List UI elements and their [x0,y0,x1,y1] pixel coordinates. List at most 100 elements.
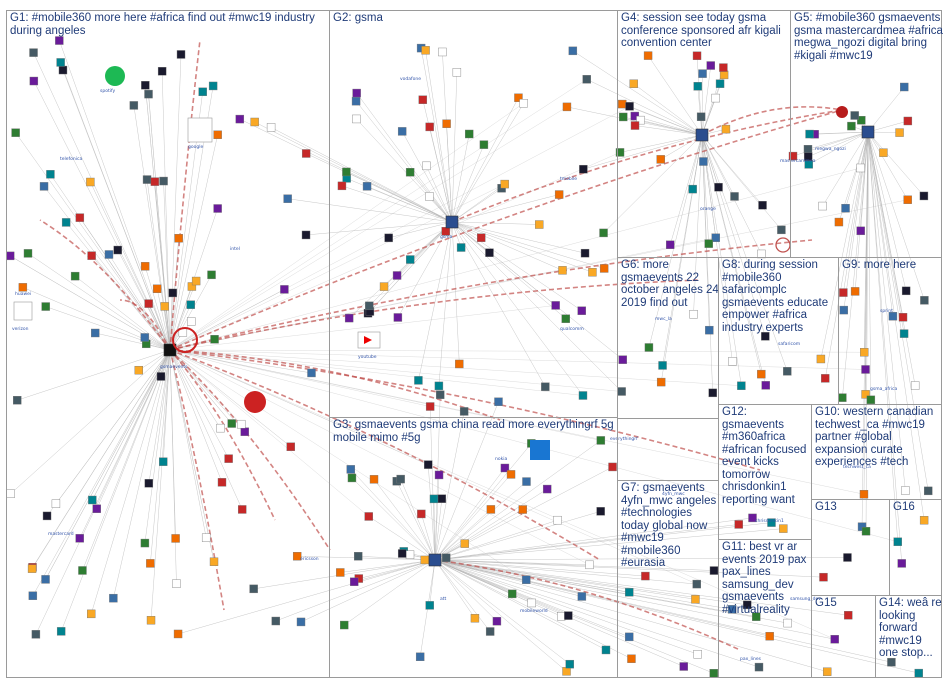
hub-node [163,343,177,357]
edge-line [451,221,622,392]
vertex-node [691,595,700,604]
edge-line [169,54,182,351]
edge-line [867,120,908,133]
vertex-node [711,93,720,103]
edge-line [434,559,849,616]
edge-line [434,559,919,674]
vertex-node [599,264,609,273]
vertex-node [217,478,227,487]
vertex-node [708,388,717,398]
vertex-node [250,117,259,127]
vertex-node [28,591,38,600]
edge-line [169,39,201,351]
vertex-node [418,95,428,104]
edge-line [169,239,813,351]
edge-line [169,79,587,351]
vertex-label: chrisdonkin1 [755,518,784,524]
edge-line [701,106,843,136]
vertex-node [492,616,502,626]
edge-line [660,134,703,383]
edge-line [429,406,436,561]
edge-line [60,349,171,632]
vertex-node [721,124,731,134]
vertex-node [425,402,435,411]
vertex-node [18,283,28,292]
edge-line [169,109,843,351]
edge-line [169,349,835,640]
vertex-node [919,516,929,525]
vertex-node [530,440,550,460]
vertex-node [861,527,871,536]
vertex-node [31,630,41,639]
edge-line [434,559,824,578]
vertex-node [187,282,197,291]
edge-line [451,72,458,223]
vertex-node [714,182,723,192]
vertex-node [754,662,764,672]
edge-line [434,474,512,561]
vertex-node [347,473,357,483]
vertex-node [141,81,150,90]
vertex-node [70,271,80,281]
edge-line [648,134,703,348]
vertex-node [788,151,798,161]
vertex-node [578,391,588,400]
group-label-g15: G15 [815,597,837,609]
vertex-label: gsma_africa [870,386,898,392]
vertex-node [340,620,349,630]
edge-line [434,498,443,561]
edge-line [15,132,171,351]
group-label-g3: G3: gsmaevents gsma china read more ever… [333,419,617,444]
vertex-node [249,584,258,594]
edge-line [451,221,546,387]
hub-node [695,128,709,142]
edge-line [867,131,925,521]
vertex-node [435,390,445,399]
vertex-node [761,332,770,341]
edge-line [867,131,899,542]
vertex-label: gsmaevents [160,364,188,370]
edge-line [169,106,630,351]
edge-line [169,349,225,611]
vertex-node [514,93,523,102]
vertex-node [758,201,767,210]
edge-line [451,183,505,223]
edge-line [373,479,436,561]
vertex-node [337,181,347,191]
vertex-node [144,89,153,99]
vertex-node [641,571,650,581]
edge-line [701,134,733,362]
edge-line [451,221,584,396]
edge-line [434,524,739,561]
edge-line [421,513,436,561]
vertex-node [397,549,407,558]
vertex-node [856,226,865,236]
vertex-node [844,611,853,620]
vertex-node [699,157,708,166]
vertex-node [568,46,578,56]
vertex-node [506,470,516,479]
vertex-node [280,285,289,294]
vertex-node [897,559,906,568]
edge-line [808,131,869,157]
vertex-node [156,372,166,381]
edge-line [451,133,470,223]
edge-line [438,221,453,386]
vertex-node [283,194,292,203]
vertex-node [422,161,431,171]
edge-line [169,349,431,407]
vertex-node [856,163,865,173]
edge-line [843,131,869,293]
group-label-g1: G1: #mobile360 more here #africa find ou… [10,12,319,37]
edge-line [169,106,568,351]
vertex-node [88,495,97,505]
vertex-node [41,302,50,311]
edge-line [434,559,741,651]
edge-line [807,131,869,150]
vertex-node [173,629,183,639]
vertex-node [140,538,150,548]
edge-line [95,332,171,351]
vertex-node [901,486,910,495]
edge-line [420,48,453,223]
edge-line [369,221,453,312]
